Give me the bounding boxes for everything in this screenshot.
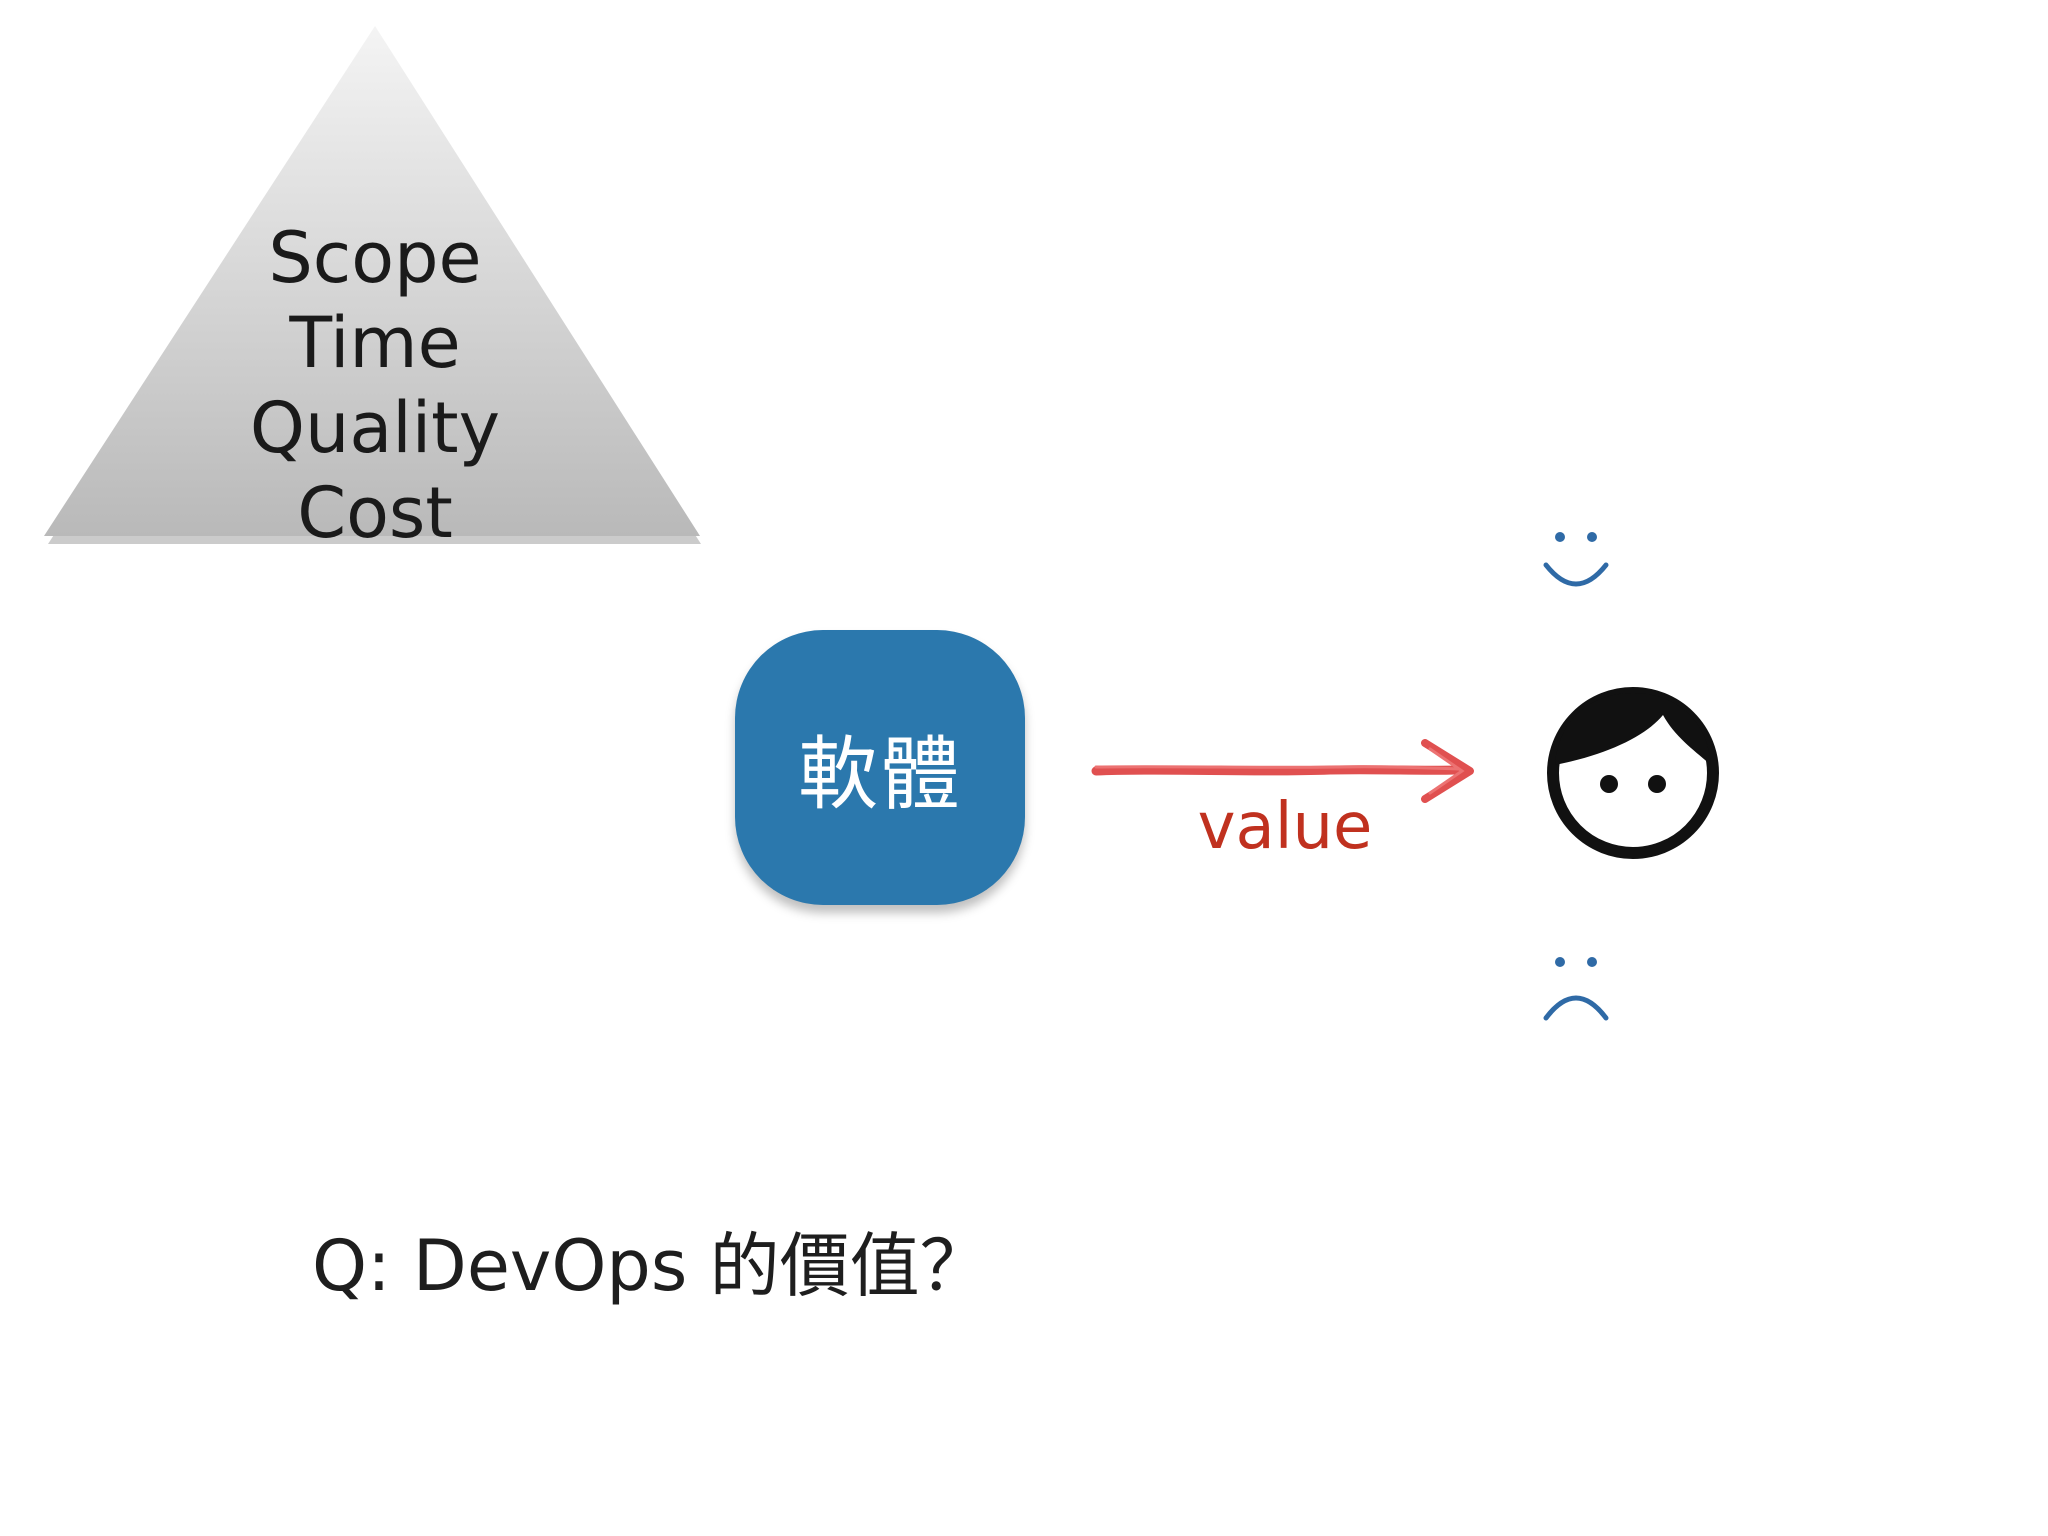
triangle-labels: Scope Time Quality Cost: [44, 216, 706, 556]
label-time: Time: [289, 302, 461, 384]
triangle-shape: [44, 26, 701, 544]
value-arrow-icon: [1091, 739, 1474, 803]
smiley-icon: [1543, 532, 1609, 587]
question-text: Q: DevOps 的價值？: [312, 1225, 990, 1307]
frowny-icon: [1543, 957, 1609, 1021]
label-scope: Scope: [268, 217, 482, 299]
label-cost: Cost: [297, 472, 453, 554]
software-label: 軟體: [798, 727, 962, 821]
label-quality: Quality: [249, 387, 501, 469]
value-label: value: [1197, 790, 1373, 864]
person-face-icon: [1547, 687, 1719, 859]
software-box: 軟體: [735, 630, 1025, 905]
project-triangle: Scope Time Quality Cost: [44, 26, 706, 556]
